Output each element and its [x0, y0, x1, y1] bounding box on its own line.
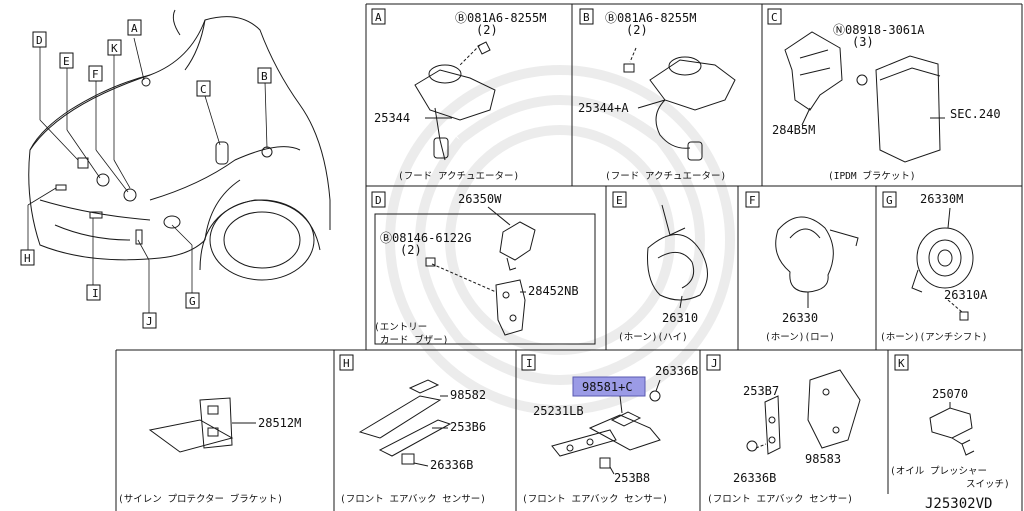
panel-d-caption2: カード ブザー): [380, 334, 448, 346]
panel-h-p2: 253B6: [450, 420, 486, 434]
siren-bracket: [148, 397, 256, 453]
panel-k-part: 25070: [932, 387, 968, 401]
callout-i: I: [92, 287, 99, 300]
callout-b: B: [261, 70, 268, 83]
panel-k: K 25070 (オイル プレッシャー スイッチ): [890, 354, 1010, 490]
horn-low: [775, 216, 859, 308]
panel-i-caption: (フロント エアバック センサー): [522, 494, 668, 505]
panel-g-caption: (ホーン)(アンチシフト): [880, 332, 988, 343]
panel-j-p1: 253B7: [743, 384, 779, 398]
panel-j-caption: (フロント エアバック センサー): [707, 494, 853, 505]
svg-text:J: J: [711, 357, 718, 370]
airbag-sensor-j: [746, 369, 861, 455]
panel-c-caption: (IPDM ブラケット): [828, 170, 916, 182]
panel-d-bolt: Ⓑ08146-6122G: [380, 231, 471, 245]
panel-d-part: 28452NB: [528, 284, 579, 298]
diagram-code: J25302VD: [925, 496, 992, 511]
panel-h-p3: 26336B: [430, 458, 473, 472]
panel-h: H 98582 253B6 26336B (フロント エアバック センサー): [339, 354, 486, 505]
panel-g-part: 26330M: [920, 192, 963, 206]
panel-j: J 253B7 26336B 98583 (フロント エアバック センサー): [706, 354, 861, 505]
callout-leaders: [27, 37, 268, 313]
svg-text:E: E: [616, 194, 623, 207]
svg-text:C: C: [771, 11, 778, 24]
panel-d: D 26350W Ⓑ08146-6122G (2) 28452NB (エントリー…: [371, 191, 596, 346]
oil-pressure-switch: [929, 402, 975, 456]
panel-siren: 28512M (サイレン プロテクター ブラケット): [118, 397, 301, 505]
panel-a-part: 25344: [374, 111, 410, 125]
airbag-sensor-i: [551, 379, 661, 475]
panel-g-part2: 26310A: [944, 288, 988, 302]
panel-c-qty: (3): [852, 35, 874, 49]
panel-b-qty: (2): [626, 23, 648, 37]
panel-e: E 26310 (ホーン)(ハイ): [612, 191, 708, 343]
panel-b-caption: (フード アクチュエーター): [605, 171, 726, 182]
panel-a: A Ⓑ081A6-8255M (2) 25344 (フード アクチュエーター): [371, 8, 546, 182]
panel-i-highlight: 98581+C: [582, 380, 633, 394]
panel-d-qty: (2): [400, 243, 422, 257]
panel-e-part: 26310: [662, 311, 698, 325]
panel-b: B Ⓑ081A6-8255M (2) 25344+A (フード アクチュエーター…: [578, 8, 736, 182]
siren-part: 28512M: [258, 416, 301, 430]
callout-e: E: [63, 55, 70, 68]
panel-c-sec: SEC.240: [950, 107, 1001, 121]
horn-high: [647, 204, 708, 309]
panel-b-bolt: Ⓑ081A6-8255M: [605, 11, 696, 25]
panel-c-bracket: 284B5M: [772, 123, 815, 137]
svg-text:K: K: [898, 357, 905, 370]
svg-text:F: F: [749, 194, 756, 207]
callout-f: F: [92, 68, 99, 81]
horn-antishift: [911, 207, 974, 321]
hood-actuator-a: [414, 41, 496, 161]
callout-j: J: [146, 315, 153, 328]
svg-text:D: D: [375, 194, 382, 207]
panel-f: F 26330 (ホーン)(ロー): [745, 191, 859, 343]
svg-text:H: H: [343, 357, 350, 370]
panel-i-p2: 25231LB: [533, 404, 584, 418]
panel-k-caption1: (オイル プレッシャー: [890, 466, 987, 477]
svg-text:A: A: [375, 11, 382, 24]
panel-f-caption: (ホーン)(ロー): [765, 332, 835, 343]
panel-g: G 26330M 26310A (ホーン)(アンチシフト): [880, 191, 988, 343]
callout-g: G: [189, 295, 196, 308]
panel-k-caption2: スイッチ): [966, 479, 1010, 490]
panel-d-caption1: (エントリー: [374, 322, 427, 333]
panel-j-p3: 98583: [805, 452, 841, 466]
callout-a: A: [131, 22, 138, 35]
panel-c: C Ⓝ08918-3061A (3) 284B5M SEC.240 (IPDM …: [767, 8, 1001, 182]
panel-a-caption: (フード アクチュエーター): [398, 171, 519, 182]
panel-a-bolt: Ⓑ081A6-8255M: [455, 11, 546, 25]
panel-f-part: 26330: [782, 311, 818, 325]
panel-i-p3: 253B8: [614, 471, 650, 485]
callout-d: D: [36, 34, 43, 47]
svg-text:G: G: [886, 194, 893, 207]
panel-e-caption: (ホーン)(ハイ): [618, 332, 688, 343]
siren-caption: (サイレン プロテクター ブラケット): [118, 493, 283, 505]
panel-a-qty: (2): [476, 23, 498, 37]
panel-i-p1: 26336B: [655, 364, 698, 378]
entry-card-buzzer: [374, 206, 596, 345]
panel-j-p2: 26336B: [733, 471, 776, 485]
callout-c: C: [200, 83, 207, 96]
airbag-sensor-h: [358, 379, 452, 467]
vehicle-overview: [28, 9, 331, 281]
hood-actuator-b: [623, 47, 736, 161]
panel-grid: [115, 3, 1023, 511]
svg-text:B: B: [583, 11, 590, 24]
callout-h: H: [24, 252, 31, 265]
panel-d-top: 26350W: [458, 192, 502, 206]
panel-c-nut: Ⓝ08918-3061A: [833, 23, 925, 37]
panel-i: I 98581+C 26336B 25231LB 253B8 (フロント エアバ…: [521, 354, 698, 505]
panel-h-p1: 98582: [450, 388, 486, 402]
panel-b-part: 25344+A: [578, 101, 629, 115]
panel-h-caption: (フロント エアバック センサー): [340, 494, 486, 505]
overview-callouts: A B C D E F G H I J K: [20, 19, 272, 329]
svg-text:I: I: [526, 357, 533, 370]
callout-k: K: [111, 42, 118, 55]
highlighted-part-box: [572, 376, 646, 397]
ipdm-bracket: [784, 31, 945, 163]
